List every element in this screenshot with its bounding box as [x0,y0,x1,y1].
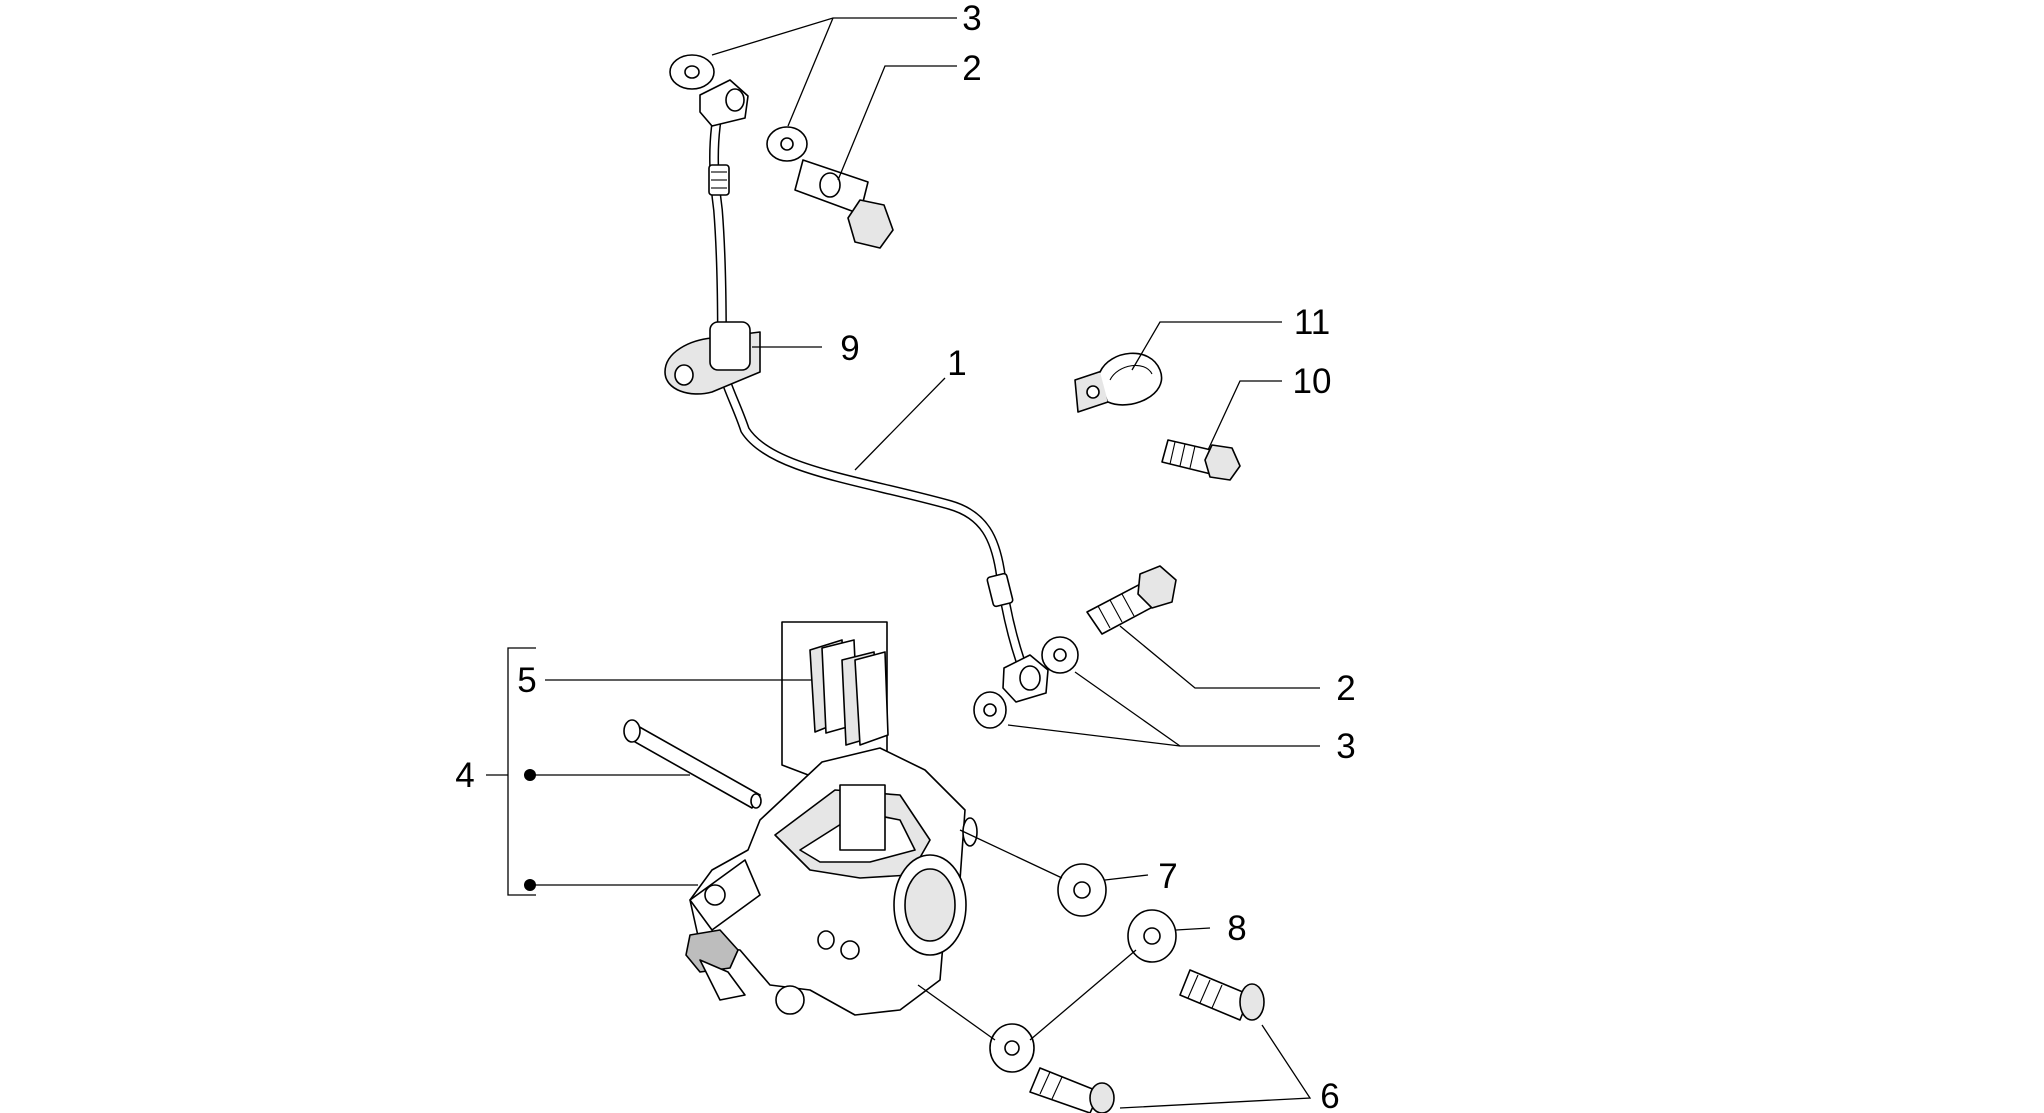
brake-hose [699,79,1049,703]
top-copper-washer-2 [766,126,808,162]
callout-7: 7 [1158,857,1177,896]
callout-8: 8 [1227,909,1246,948]
caliper-washer-7 [1057,863,1107,917]
callout-9: 9 [840,329,859,368]
mid-banjo-bolt [1086,565,1177,635]
lower-washer [989,1023,1035,1073]
hose-guide-bracket [664,321,761,395]
callout-11: 11 [1294,303,1330,342]
caliper-washer-8 [1127,909,1177,963]
top-copper-washer-1 [669,54,715,90]
hose-ferrule-bottom [986,572,1014,608]
callout-3-top: 3 [962,0,981,38]
callout-2-mid: 2 [1336,669,1355,708]
mid-copper-washer-1 [1041,636,1079,674]
callout-1: 1 [947,344,966,383]
top-banjo-bolt [794,159,894,249]
caliper-slide-pin [623,719,762,809]
pipe-clamp [1074,352,1163,413]
mounting-bolt-upper [1179,969,1265,1021]
callout-5: 5 [517,661,536,700]
brake-caliper-body [685,747,978,1016]
lower-banjo-fitting [1002,654,1049,703]
callout-3-mid: 3 [1336,727,1355,766]
clamp-bolt [1161,439,1241,481]
callout-2-top: 2 [962,49,981,88]
upper-banjo-fitting [699,79,749,127]
callout-4: 4 [455,756,474,795]
mounting-bolt-lower [1029,1067,1115,1113]
mid-copper-washer-2 [973,691,1007,729]
callout-6: 6 [1320,1077,1339,1113]
callout-10: 10 [1293,362,1332,401]
leader-lines [486,17,1320,1109]
callout-labels: 3 2 9 1 11 10 2 3 5 4 7 8 6 [455,0,1355,1113]
